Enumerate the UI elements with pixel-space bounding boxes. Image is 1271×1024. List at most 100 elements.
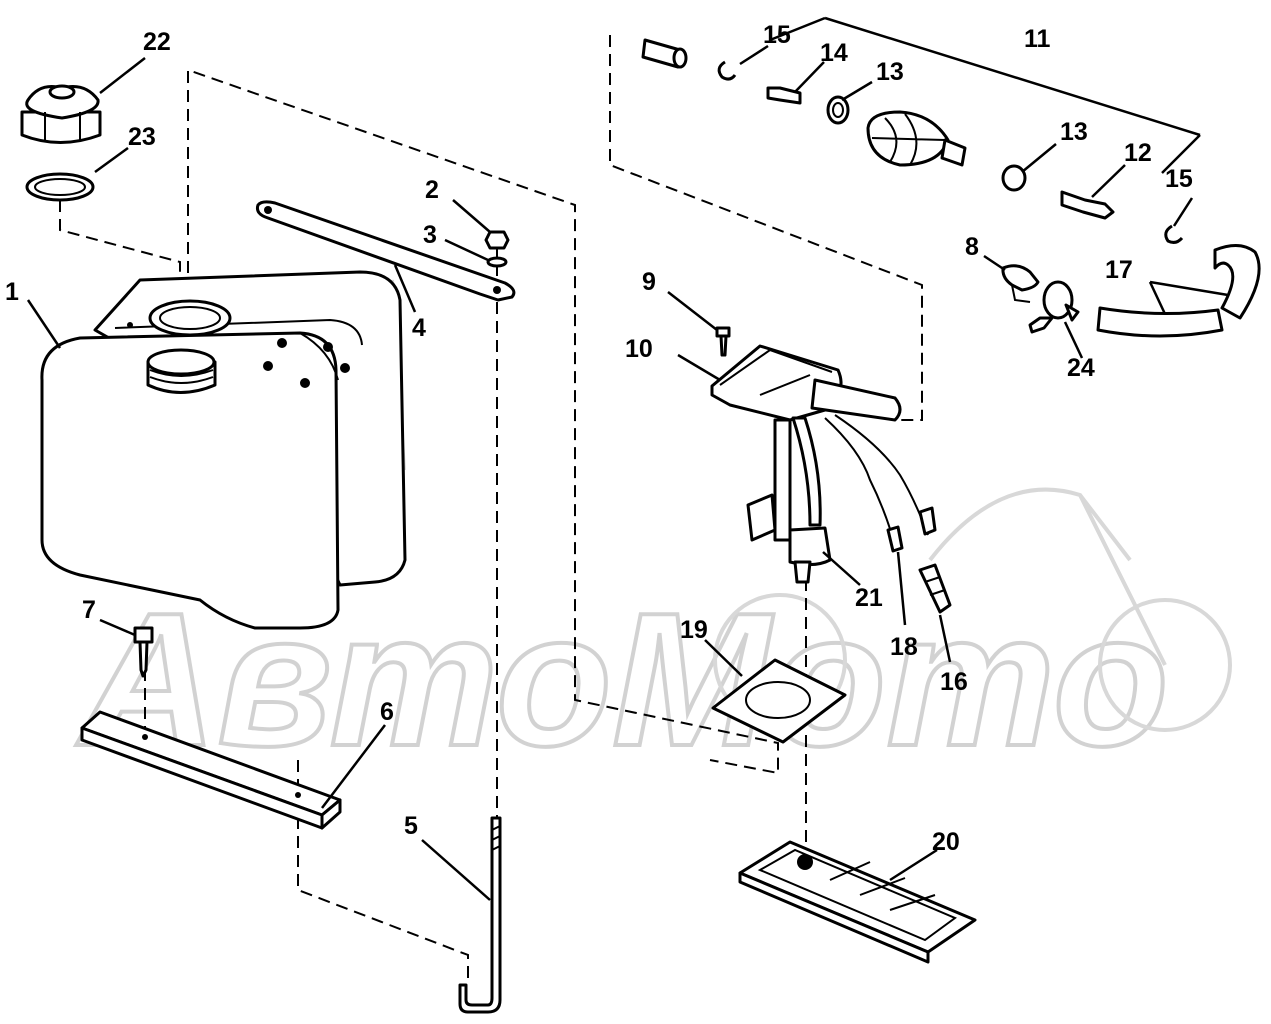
callout-13-top: 13 <box>876 58 904 86</box>
leader-22 <box>99 57 146 94</box>
cap-knob <box>48 84 76 100</box>
leader-11-top <box>824 16 1201 137</box>
callout-4: 4 <box>412 314 426 342</box>
fuel-hose-segment-1 <box>1096 306 1224 338</box>
callout-16: 16 <box>940 668 968 696</box>
sender-wires <box>824 414 929 546</box>
wire-terminal-18a <box>886 525 904 553</box>
callout-15-top: 15 <box>763 21 791 49</box>
leader-1 <box>26 299 62 349</box>
connector-16 <box>918 563 952 614</box>
pickup-tube <box>773 418 792 542</box>
fitting-24 <box>1028 280 1080 334</box>
washer <box>486 256 508 268</box>
hose-connector-end <box>672 47 688 69</box>
callout-2: 2 <box>425 176 439 204</box>
bracket-hole <box>142 734 148 740</box>
callout-17: 17 <box>1105 256 1133 284</box>
cap-seal <box>25 172 95 202</box>
pickup-float-arm <box>791 416 822 527</box>
plate-boss <box>797 854 813 870</box>
callout-24: 24 <box>1067 354 1095 382</box>
tank-hole <box>323 342 333 352</box>
j-bolt-threads <box>491 825 501 851</box>
fuel-pickup <box>710 344 937 584</box>
hose-clamp-body <box>1001 264 1040 292</box>
strap-body <box>256 200 516 302</box>
watermark-wheel-rear <box>1098 598 1232 732</box>
callout-8: 8 <box>965 233 979 261</box>
watermark-moto-frame <box>928 487 1167 666</box>
j-bolt-body <box>458 816 502 1014</box>
fuel-tank <box>40 270 407 630</box>
tank-hole <box>263 361 273 371</box>
callout-11: 11 <box>1024 25 1051 53</box>
leader-15-top <box>739 44 769 66</box>
tank-seam <box>299 332 339 381</box>
leader-16 <box>938 614 952 663</box>
callout-19: 19 <box>680 616 708 644</box>
callout-7: 7 <box>82 596 96 624</box>
tank-rear-opening-inner <box>159 306 221 330</box>
pickup-filter-21 <box>788 526 832 567</box>
bracket-end <box>320 798 342 830</box>
callout-23: 23 <box>128 123 156 151</box>
leader-21 <box>822 551 861 586</box>
tank-hole <box>340 363 350 373</box>
gasket-body <box>711 658 847 744</box>
fitting-24-stem <box>1028 316 1054 334</box>
wire-terminal-18b <box>918 506 937 536</box>
clamp-13-top-inner <box>832 102 844 118</box>
callout-5: 5 <box>404 812 418 840</box>
leader-19 <box>704 639 743 677</box>
dash-tank-loop <box>187 68 779 775</box>
clamp-13-top <box>826 95 850 125</box>
leader-18 <box>896 551 907 626</box>
leader-lines <box>26 16 1229 901</box>
leader-10 <box>677 353 721 382</box>
callout-13-bottom: 13 <box>1060 118 1088 146</box>
tank-hole <box>277 338 287 348</box>
tank-front-half <box>40 331 340 630</box>
fuel-hose <box>1096 244 1261 338</box>
leader-5 <box>421 839 491 901</box>
leader-13-top <box>841 80 873 102</box>
callout-18: 18 <box>890 633 918 661</box>
fuel-cap <box>20 84 102 144</box>
screw-7 <box>133 626 154 678</box>
nut <box>484 230 510 250</box>
leader-12 <box>1091 164 1126 198</box>
callout-1: 1 <box>5 278 19 306</box>
bracket-hole <box>295 792 301 798</box>
plate-ribs <box>829 861 936 911</box>
gasket <box>711 658 847 744</box>
callout-12: 12 <box>1124 139 1152 167</box>
screw-9-shank <box>719 334 728 357</box>
screw-9-head <box>715 326 731 338</box>
cap-grips <box>44 112 81 140</box>
washer-body <box>486 256 508 268</box>
plate-rim <box>757 848 958 942</box>
fitting-24-tab <box>1064 303 1080 322</box>
check-valve-14 <box>766 86 802 105</box>
tank-top-ridge <box>114 318 363 346</box>
pickup-housing-edges <box>719 348 833 396</box>
pickup-outlet-nipple <box>810 378 902 422</box>
leader-3 <box>444 238 489 262</box>
tank-strap <box>256 200 516 302</box>
primer-assembly <box>641 38 1184 244</box>
leader-9 <box>667 291 718 331</box>
leader-14 <box>794 61 825 93</box>
seal-inner <box>34 178 86 196</box>
screw-9 <box>715 326 731 357</box>
dash-primer-to-pickup <box>609 35 923 421</box>
clip-15-bottom <box>1164 224 1184 244</box>
connector-16-body <box>918 563 952 614</box>
dash-bracket-line <box>297 760 469 985</box>
leader-17-b <box>1149 280 1229 297</box>
clip-15-top <box>717 60 737 81</box>
leader-11-left <box>769 16 826 42</box>
callout-6: 6 <box>380 698 394 726</box>
plate-edge <box>738 871 930 964</box>
